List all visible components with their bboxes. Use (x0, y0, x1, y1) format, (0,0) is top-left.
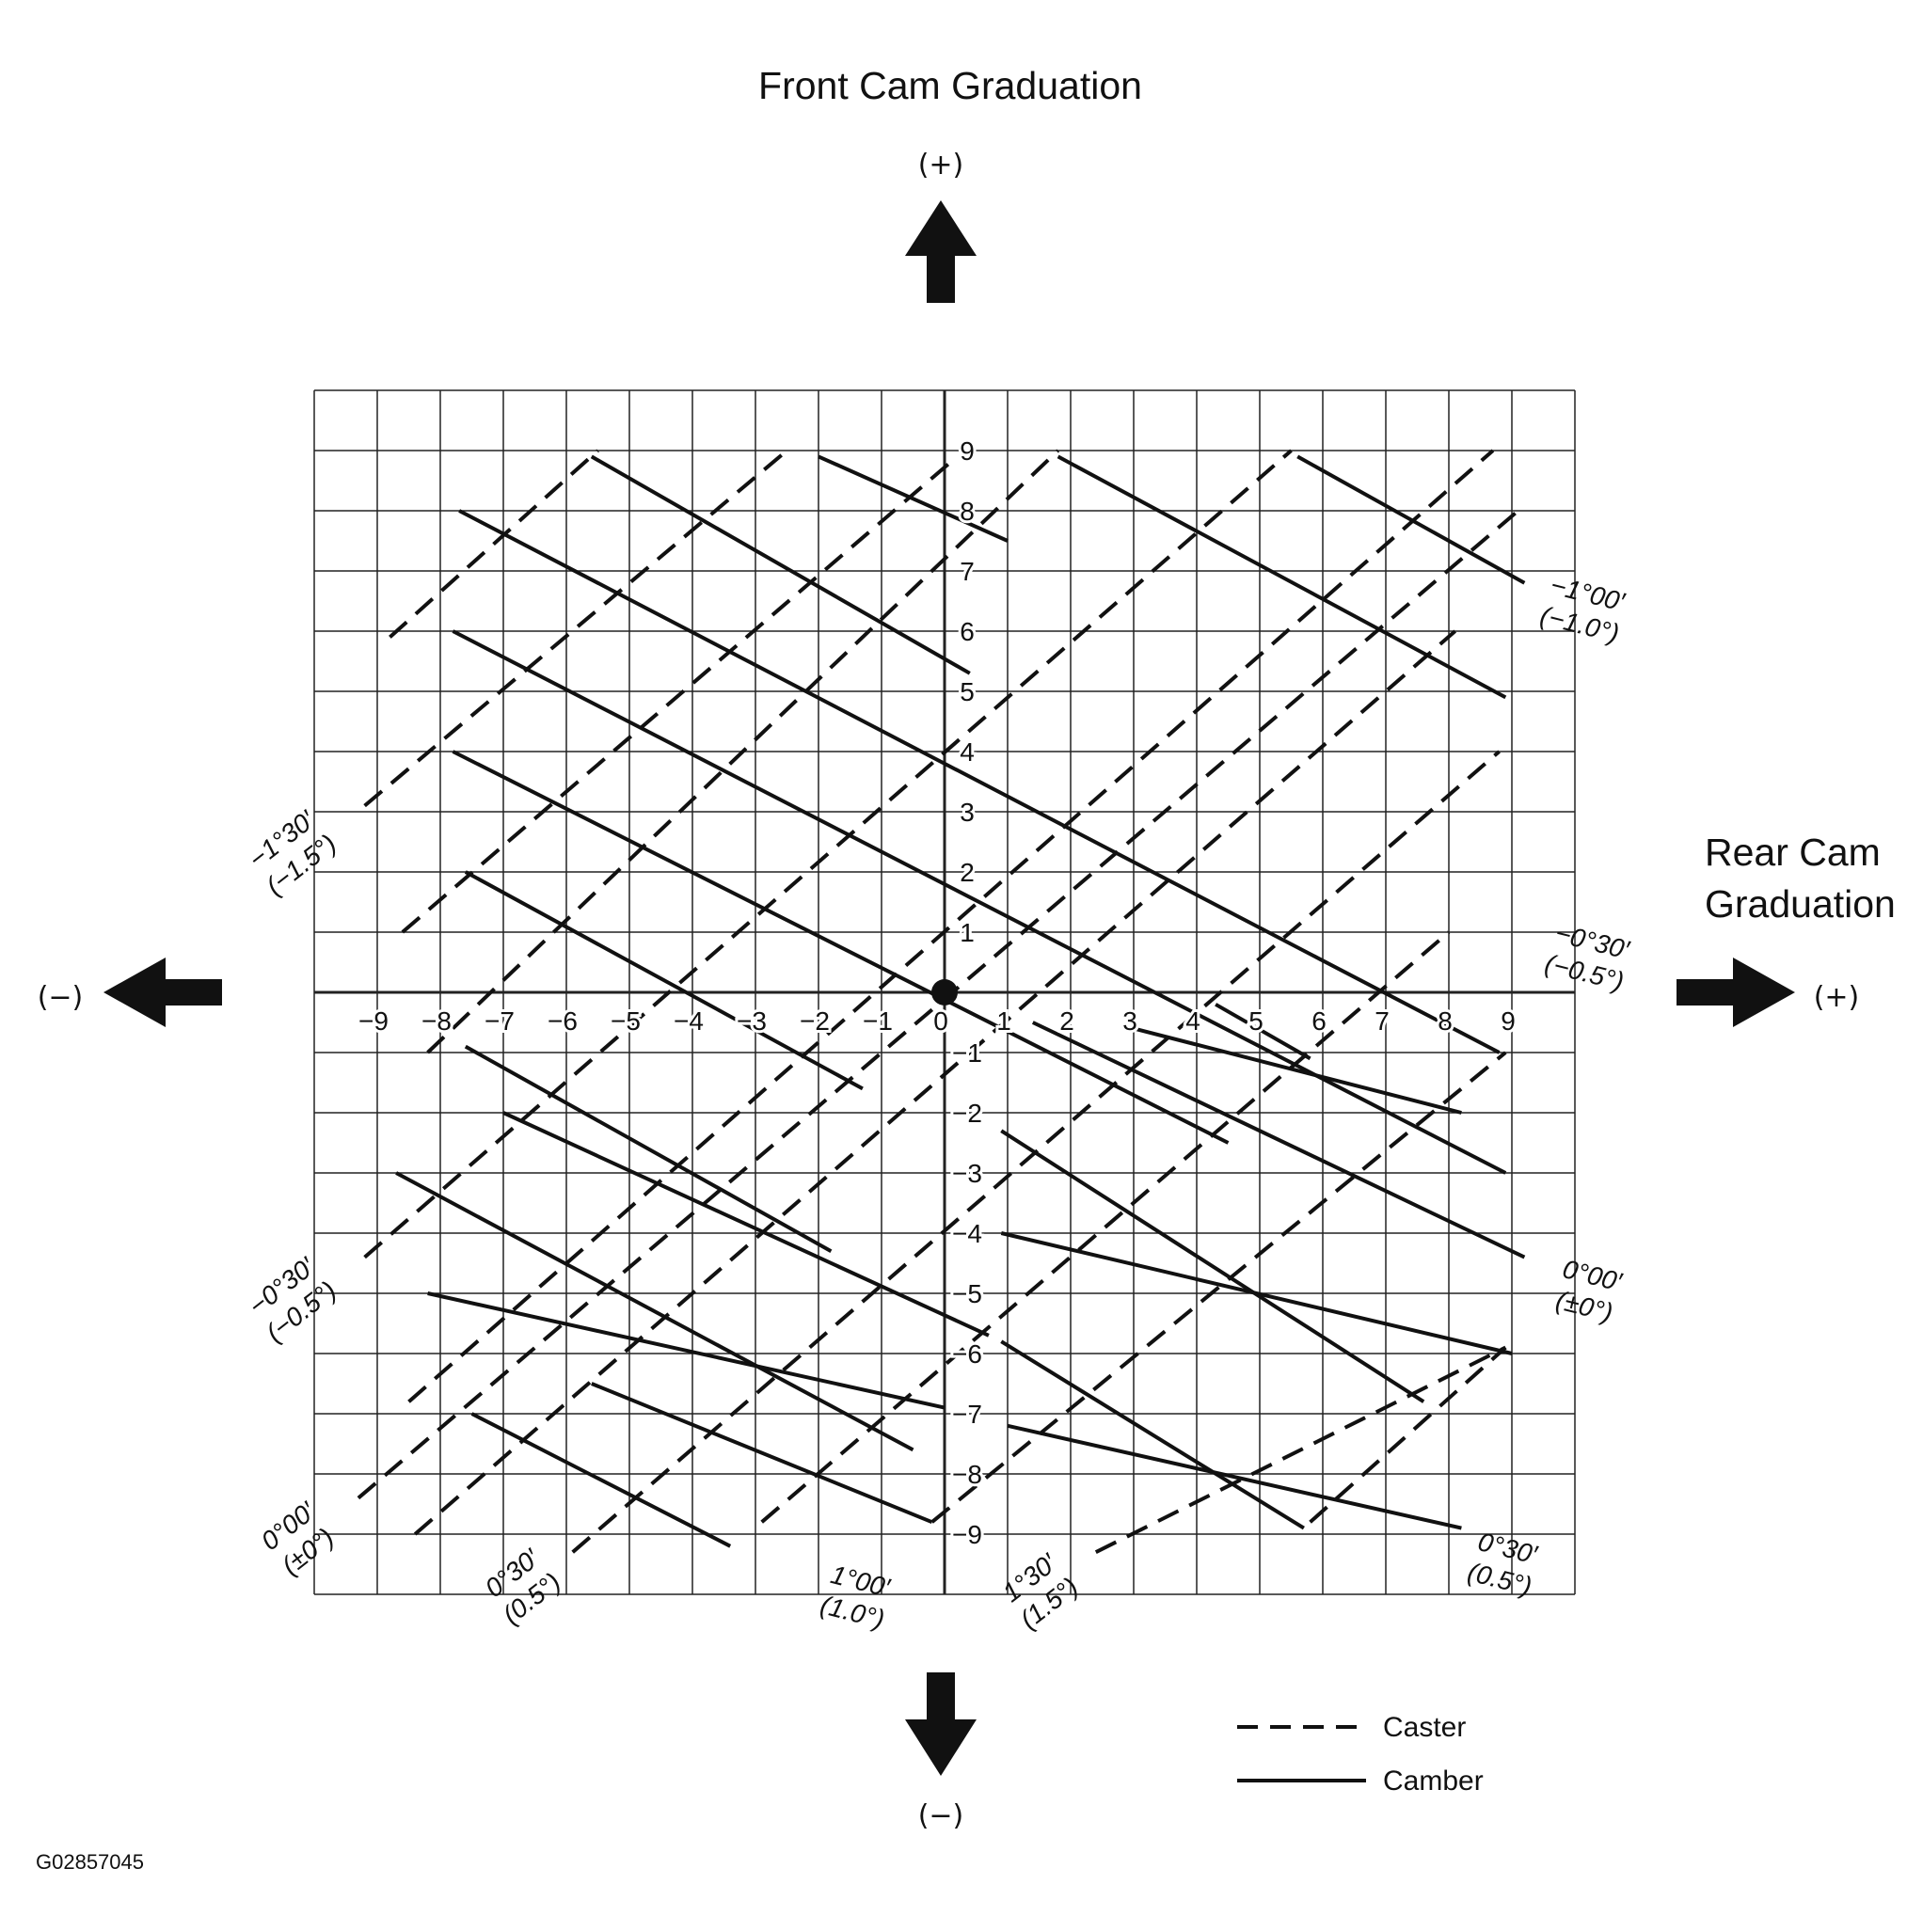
legend-caster-label: Caster (1383, 1712, 1466, 1743)
arrow-up-icon (905, 200, 977, 303)
caster-line (407, 449, 1495, 1403)
x-tick-label: −5 (611, 1006, 641, 1036)
x-tick-label: 3 (1122, 1006, 1137, 1036)
x-tick-label: −1 (863, 1006, 893, 1036)
camber-line (1000, 1339, 1305, 1530)
x-tick-label: −3 (737, 1006, 767, 1036)
origin-marker (931, 979, 958, 1006)
caster-line (1094, 1345, 1507, 1554)
y-tick-label: −8 (952, 1460, 982, 1489)
caster-annotation-left-2: −0°30′ (−0.5°) (243, 1251, 342, 1348)
caster-line (426, 449, 1059, 1054)
x-tick-label: 6 (1311, 1006, 1327, 1036)
x-tick-label: −6 (548, 1006, 578, 1036)
x-tick-label: −8 (421, 1006, 452, 1036)
cam-graduation-grid (313, 389, 1576, 1595)
rear-cam-title-line2: Graduation (1705, 882, 1896, 926)
y-tick-label: 4 (960, 737, 975, 767)
camber-line (591, 1382, 933, 1525)
x-tick-label: 7 (1375, 1006, 1390, 1036)
y-tick-label: 2 (960, 858, 975, 887)
camber-annotation-right-2: −0°30′ (−0.5°) (1542, 918, 1633, 996)
y-tick-label: −6 (952, 1339, 982, 1369)
y-tick-label: 3 (960, 798, 975, 827)
x-tick-label: −9 (358, 1006, 389, 1036)
y-tick-label: −4 (952, 1219, 982, 1248)
y-tick-label: 8 (960, 497, 975, 526)
rear-plus-sign: (+) (1814, 981, 1860, 1014)
y-tick-label: −1 (952, 1038, 982, 1068)
camber-line (1133, 1026, 1462, 1115)
camber-line (590, 454, 971, 675)
y-tick-label: −3 (952, 1159, 982, 1188)
caster-annotation-bottom-2: 1°00′ (1.0°) (818, 1560, 894, 1634)
legend-camber-label: Camber (1383, 1766, 1484, 1797)
caster-line (363, 449, 1293, 1259)
y-tick-label: −5 (952, 1279, 982, 1308)
camber-line (1000, 1231, 1513, 1355)
caster-line (760, 930, 1451, 1524)
figure-code: G02857045 (36, 1850, 144, 1874)
caster-line (401, 454, 959, 934)
y-tick-label: 9 (960, 436, 975, 466)
arrow-down-icon (905, 1672, 977, 1776)
caster-line (363, 449, 788, 808)
caster-line (357, 509, 1519, 1500)
y-tick-label: 6 (960, 617, 975, 646)
camber-line (395, 1171, 914, 1452)
x-tick-label: 0 (933, 1006, 948, 1036)
x-tick-label: 8 (1438, 1006, 1453, 1036)
caster-annotation-left-3: 0°00′ (±0°) (256, 1496, 340, 1580)
camber-line (1007, 1423, 1462, 1530)
camber-annotation-right-3: 0°00′ (±0°) (1553, 1254, 1627, 1327)
camber-line (502, 1111, 990, 1338)
x-tick-label: 5 (1248, 1006, 1263, 1036)
y-tick-label: 5 (960, 677, 975, 706)
x-tick-label: −2 (800, 1006, 830, 1036)
camber-line (1057, 454, 1507, 700)
camber-annotation-right-4: 0°30′ (0.5°) (1465, 1527, 1541, 1601)
x-tick-label: 9 (1501, 1006, 1516, 1036)
caster-annotation-left-1: −1°30′ (−1.5°) (243, 804, 342, 901)
y-tick-label: 7 (960, 557, 975, 586)
camber-line (452, 750, 1230, 1145)
front-plus-sign: (+) (918, 149, 964, 182)
camber-line (452, 629, 1507, 1175)
caster-annotation-bottom-1: 0°30′ (0.5°) (480, 1543, 566, 1630)
y-tick-label: −2 (952, 1099, 982, 1128)
front-minus-sign: (−) (918, 1799, 964, 1832)
x-tick-label: 4 (1185, 1006, 1200, 1036)
camber-line (458, 509, 1501, 1054)
x-tick-label: 1 (996, 1006, 1011, 1036)
y-tick-label: −9 (952, 1520, 982, 1549)
arrow-right-icon (1677, 958, 1795, 1027)
camber-line (427, 1291, 946, 1410)
camber-line (464, 1044, 833, 1253)
y-tick-label: −7 (952, 1400, 982, 1429)
x-tick-label: 2 (1059, 1006, 1074, 1036)
adjustment-lines (357, 449, 1526, 1554)
caster-line (413, 629, 1457, 1536)
camber-line (818, 454, 1009, 543)
camber-line (1031, 1021, 1526, 1259)
legend: Caster Camber (1237, 1712, 1484, 1797)
camber-annotation-right-1: −1°00′ (−1.0°) (1537, 570, 1629, 648)
arrow-left-icon (103, 958, 222, 1027)
camber-line (464, 870, 864, 1091)
rear-cam-title-line1: Rear Cam (1705, 831, 1881, 874)
caster-line (930, 1051, 1507, 1524)
caster-line (1309, 1346, 1507, 1524)
caster-line (389, 449, 599, 639)
camber-line (1296, 454, 1526, 585)
camber-line (1000, 1129, 1425, 1403)
camber-line (1215, 1003, 1311, 1061)
front-cam-title: Front Cam Graduation (758, 64, 1142, 107)
x-tick-label: −4 (674, 1006, 704, 1036)
y-tick-label: 1 (960, 918, 975, 947)
camber-line (470, 1412, 732, 1548)
x-tick-label: −7 (485, 1006, 515, 1036)
rear-minus-sign: (−) (38, 981, 84, 1014)
